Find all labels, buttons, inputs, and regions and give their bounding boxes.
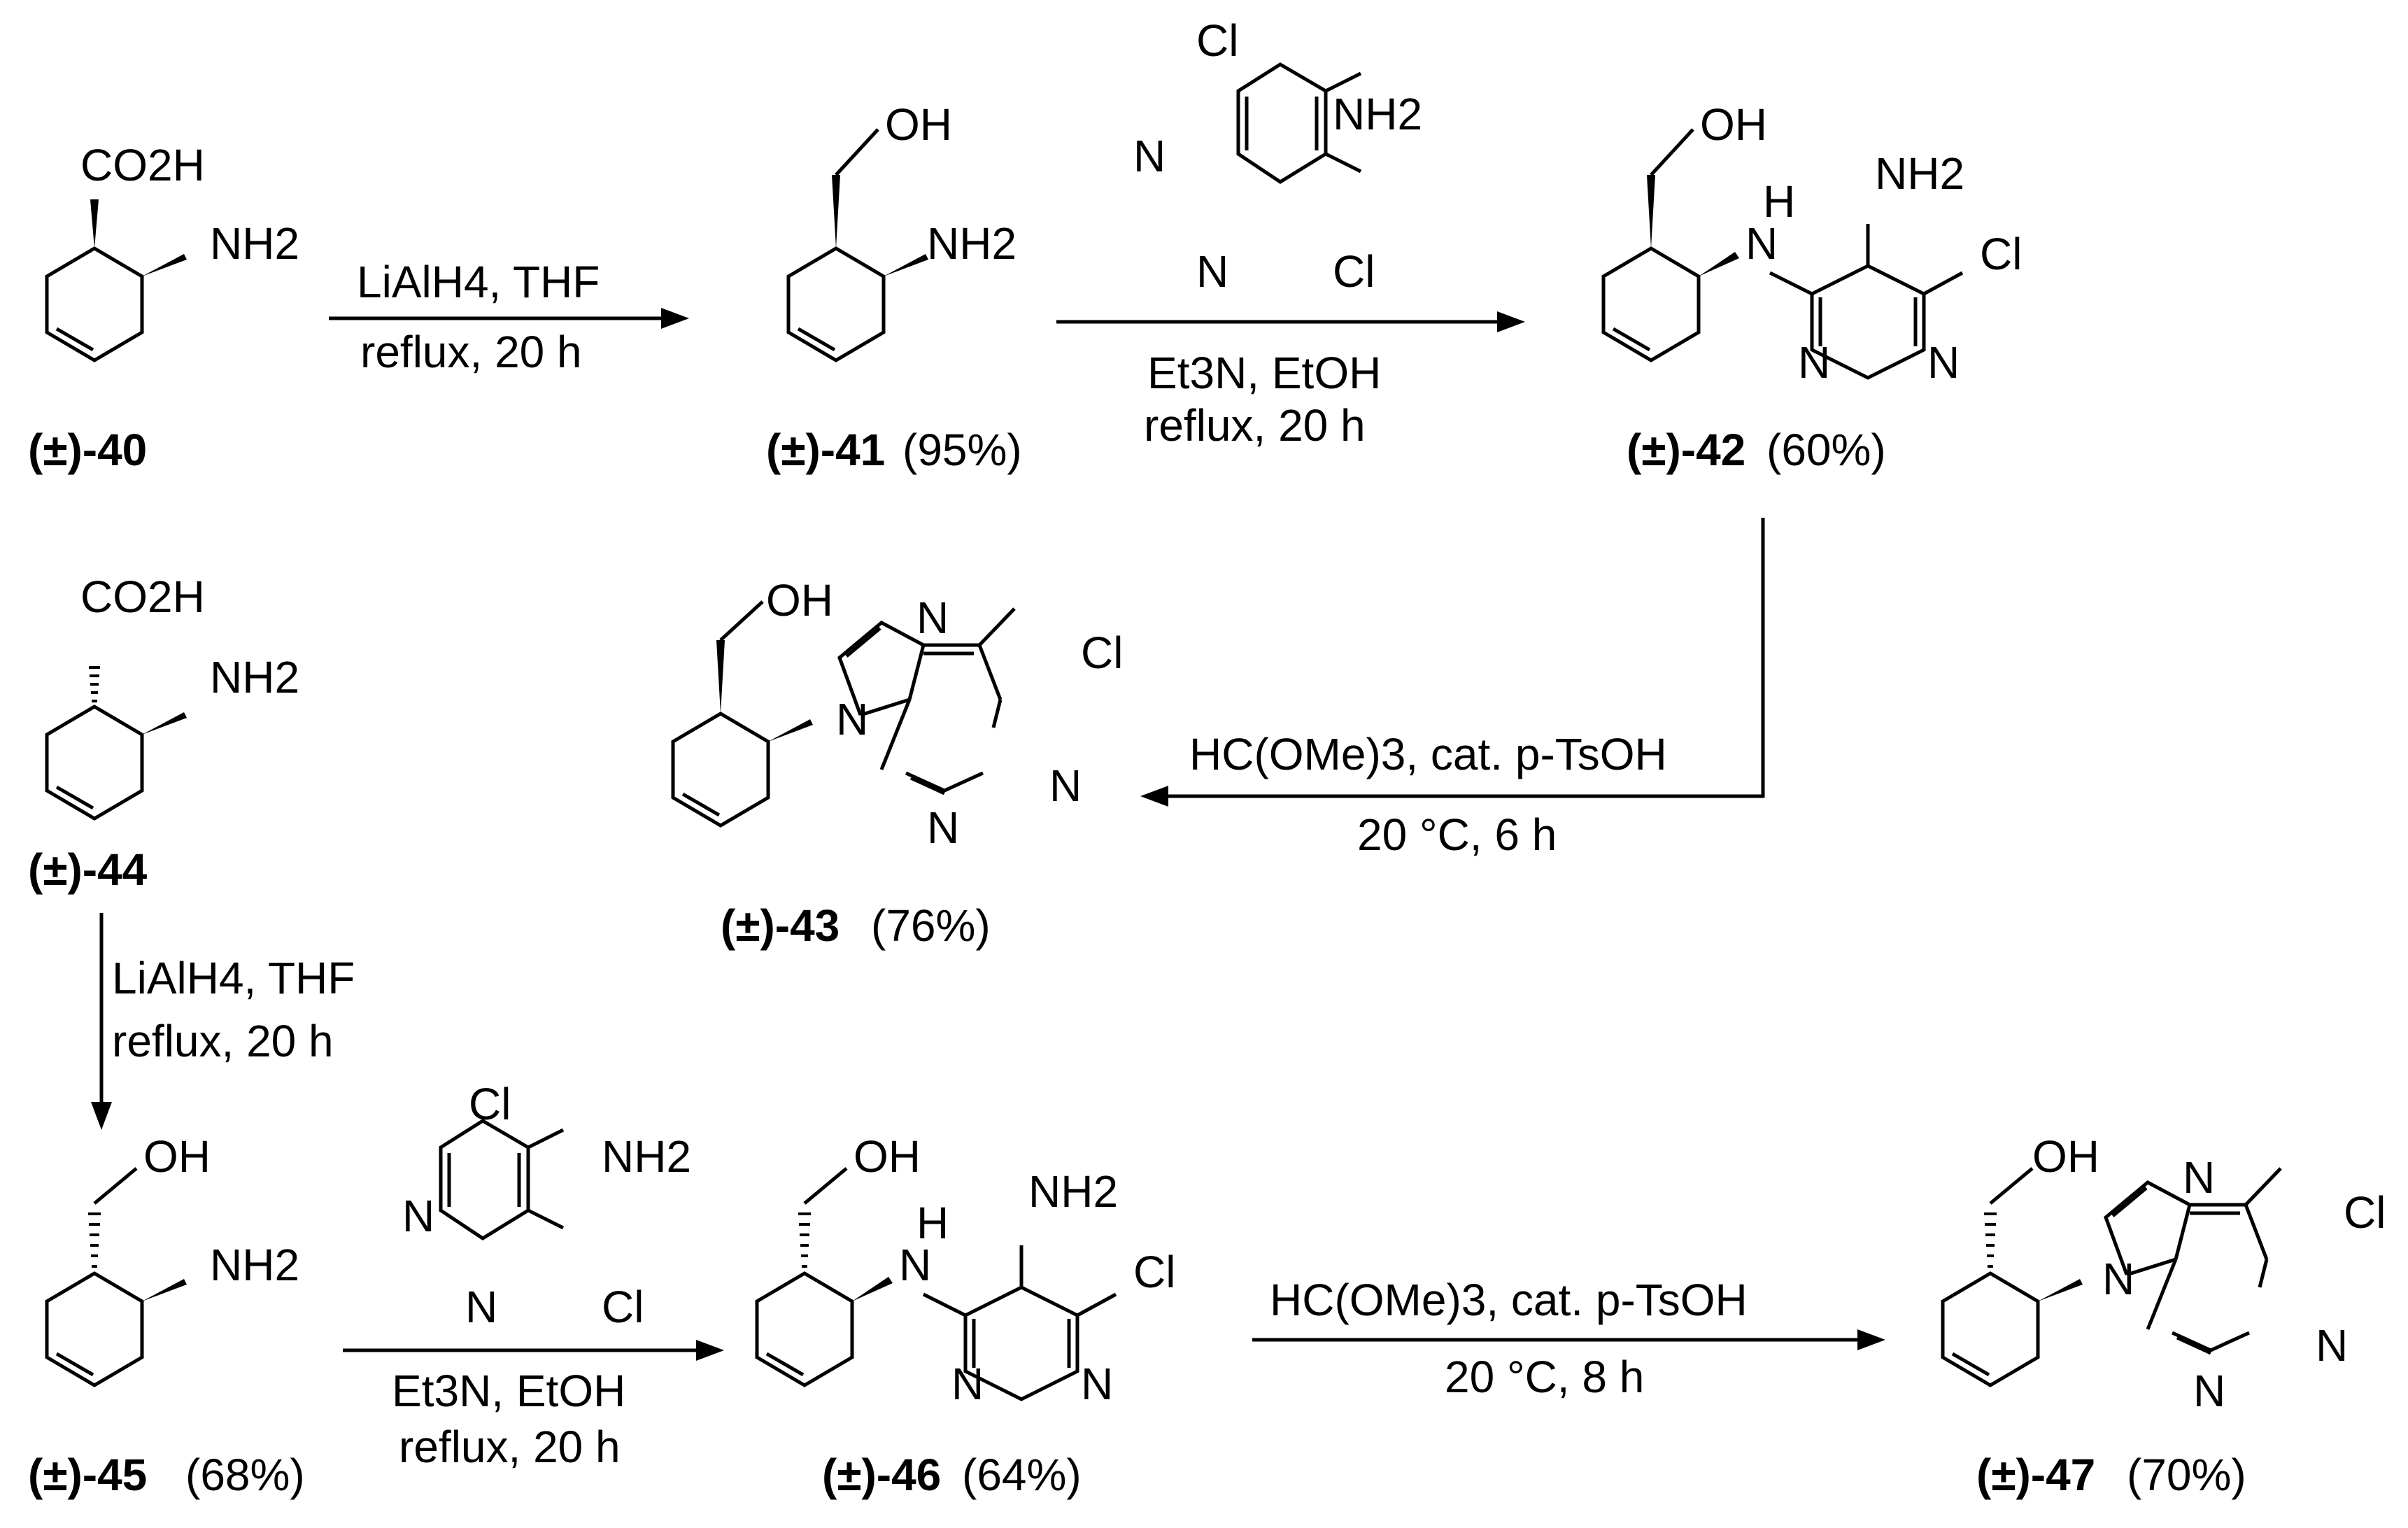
cl-right-2: Cl [602, 1282, 644, 1332]
step3-line1: HC(OMe)3, cat. p-TsOH [1189, 729, 1667, 779]
reaction-arrow-2: Et3N, EtOH reflux, 20 h [1056, 311, 1525, 451]
n-right-46: N [1081, 1359, 1113, 1409]
reagent-pyrimidine-2: Cl N N NH2 Cl [402, 1079, 691, 1332]
step2-line2: reflux, 20 h [1144, 400, 1366, 451]
compound-label-46: (±)-46 [822, 1450, 941, 1500]
compound-label-40: (±)-40 [28, 425, 147, 475]
compound-43: OH N N Cl N N (±)-43 (76%) [673, 575, 1123, 951]
amine-group-40: NH2 [210, 218, 299, 269]
compound-45: OH NH2 (±)-45 (68%) [28, 1131, 305, 1500]
n-left-46: N [951, 1359, 984, 1409]
hydroxyl-group-45: OH [143, 1131, 211, 1182]
cl-top-1: Cl [1196, 15, 1238, 66]
amino-2: NH2 [602, 1131, 691, 1182]
hydroxyl-group-43: OH [766, 575, 833, 625]
n9-47: N [2102, 1254, 2134, 1304]
n-left-2: N [402, 1191, 434, 1241]
n7-43: N [916, 593, 949, 643]
amine-group-45: NH2 [210, 1240, 299, 1290]
n-right-42: N [1927, 337, 1960, 388]
yield-41: (95%) [902, 425, 1022, 475]
reaction-arrow-4: LiAlH4, THF reflux, 20 h [91, 913, 355, 1130]
acid-group-40: CO2H [80, 140, 205, 190]
amino-group-42: NH2 [1875, 148, 1964, 199]
compound-label-41: (±)-41 [766, 425, 885, 475]
step5-line2: reflux, 20 h [399, 1422, 621, 1472]
compound-label-45: (±)-45 [28, 1450, 147, 1500]
reaction-arrow-5: Et3N, EtOH reflux, 20 h [343, 1340, 724, 1472]
compound-label-42: (±)-42 [1627, 425, 1745, 475]
hydroxyl-group-42: OH [1700, 99, 1767, 150]
nh-n-42: N [1745, 218, 1778, 269]
step6-line2: 20 °C, 8 h [1445, 1352, 1644, 1402]
n-left-42: N [1798, 337, 1830, 388]
cl-right-1: Cl [1333, 246, 1375, 297]
cl-47: Cl [2344, 1187, 2386, 1238]
step4-line2: reflux, 20 h [112, 1016, 334, 1066]
compound-label-44: (±)-44 [28, 844, 148, 895]
amine-group-41: NH2 [927, 218, 1017, 269]
reaction-arrow-3: HC(OMe)3, cat. p-TsOH 20 °C, 6 h [1140, 518, 1765, 860]
yield-42: (60%) [1766, 425, 1886, 475]
compound-46: OH H N NH2 Cl N N (±)-46 (64%) [757, 1131, 1175, 1500]
compound-41: OH NH2 (±)-41 (95%) [766, 99, 1022, 475]
step5-line1: Et3N, EtOH [392, 1366, 625, 1416]
nh-h-46: H [916, 1198, 949, 1248]
compound-42: OH H N NH2 Cl N N (±)-42 (60%) [1603, 99, 2022, 475]
reagent-pyrimidine-1: Cl N N NH2 Cl [1133, 15, 1422, 297]
compound-44: CO2H NH2 (±)-44 [28, 572, 299, 895]
n1-47: N [2316, 1320, 2348, 1371]
yield-46: (64%) [962, 1450, 1082, 1500]
step4-line1: LiAlH4, THF [112, 953, 355, 1003]
n9-43: N [836, 694, 868, 744]
n-left-1: N [1133, 131, 1166, 181]
cl-42: Cl [1980, 229, 2022, 279]
step1-line1: LiAlH4, THF [357, 257, 600, 307]
cl-top-2: Cl [469, 1079, 511, 1129]
n-bottom-2: N [465, 1282, 497, 1332]
step3-line2: 20 °C, 6 h [1357, 809, 1557, 860]
acid-group-44: CO2H [80, 572, 205, 622]
n1-43: N [1049, 761, 1082, 811]
yield-45: (68%) [185, 1450, 305, 1500]
yield-47: (70%) [2127, 1450, 2246, 1500]
n7-47: N [2183, 1152, 2215, 1203]
reaction-arrow-1: LiAlH4, THF reflux, 20 h [329, 257, 689, 377]
n-bottom-1: N [1196, 246, 1228, 297]
n3-43: N [927, 802, 959, 853]
nh-n-46: N [899, 1240, 931, 1290]
hydroxyl-group-41: OH [885, 99, 952, 150]
cl-46: Cl [1133, 1247, 1175, 1297]
compound-47: OH N N Cl N N (±)-47 (70%) [1943, 1131, 2386, 1500]
step2-line1: Et3N, EtOH [1147, 348, 1381, 398]
compound-40: CO2H NH2 (±)-40 [28, 140, 299, 475]
cl-43: Cl [1081, 628, 1123, 678]
step1-line2: reflux, 20 h [360, 327, 582, 377]
compound-label-47: (±)-47 [1976, 1450, 2095, 1500]
yield-43: (76%) [871, 900, 991, 951]
hydroxyl-group-47: OH [2032, 1131, 2099, 1182]
step6-line1: HC(OMe)3, cat. p-TsOH [1270, 1275, 1748, 1325]
hydroxyl-group-46: OH [854, 1131, 921, 1182]
compound-label-43: (±)-43 [721, 900, 840, 951]
n3-47: N [2193, 1366, 2225, 1416]
nh-h-42: H [1763, 176, 1795, 227]
amine-group-44: NH2 [210, 652, 299, 702]
amino-1: NH2 [1333, 89, 1422, 139]
amino-group-46: NH2 [1028, 1166, 1118, 1217]
reaction-arrow-6: HC(OMe)3, cat. p-TsOH 20 °C, 8 h [1252, 1275, 1885, 1402]
